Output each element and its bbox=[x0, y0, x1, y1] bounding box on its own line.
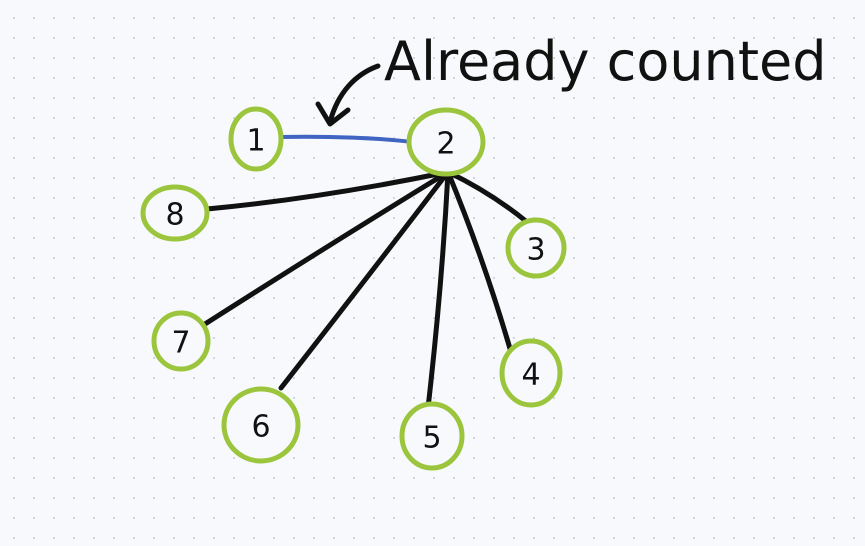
node-circle bbox=[151, 310, 211, 372]
node-label: 1 bbox=[246, 124, 265, 159]
node-1: 1 bbox=[228, 106, 284, 172]
node-circle bbox=[140, 184, 210, 242]
node-2: 2 bbox=[406, 107, 486, 177]
edge-2-4 bbox=[445, 169, 514, 355]
node-label: 6 bbox=[251, 410, 270, 445]
node-circle bbox=[406, 107, 486, 177]
edge-2-6 bbox=[278, 169, 451, 391]
edge-2-3 bbox=[445, 169, 530, 225]
node-circle bbox=[228, 106, 284, 172]
edge-2-7 bbox=[202, 169, 451, 327]
node-label: 3 bbox=[526, 233, 545, 268]
node-circle bbox=[505, 217, 567, 279]
nodes-layer: 1 2 3 4 5 6 7 8 bbox=[140, 106, 567, 471]
annotation-arrow bbox=[315, 63, 381, 127]
annotation-label: Already counted bbox=[384, 30, 827, 93]
node-label: 4 bbox=[521, 358, 540, 393]
node-8: 8 bbox=[140, 184, 210, 242]
node-circle bbox=[221, 386, 301, 464]
node-label: 2 bbox=[436, 127, 455, 162]
node-7: 7 bbox=[151, 310, 211, 372]
edges-layer bbox=[202, 134, 530, 411]
node-circle bbox=[399, 401, 465, 471]
node-circle bbox=[499, 338, 563, 408]
node-5: 5 bbox=[399, 401, 465, 471]
node-label: 7 bbox=[171, 326, 190, 361]
node-6: 6 bbox=[221, 386, 301, 464]
arrow-shaft-icon bbox=[327, 63, 381, 125]
node-3: 3 bbox=[505, 217, 567, 279]
edge-2-5 bbox=[425, 169, 451, 411]
node-label: 8 bbox=[165, 198, 184, 233]
node-4: 4 bbox=[499, 338, 563, 408]
arrow-head-icon bbox=[315, 101, 351, 127]
edge-1-2 bbox=[278, 134, 414, 144]
node-label: 5 bbox=[422, 421, 441, 456]
edge-2-8 bbox=[204, 169, 451, 212]
